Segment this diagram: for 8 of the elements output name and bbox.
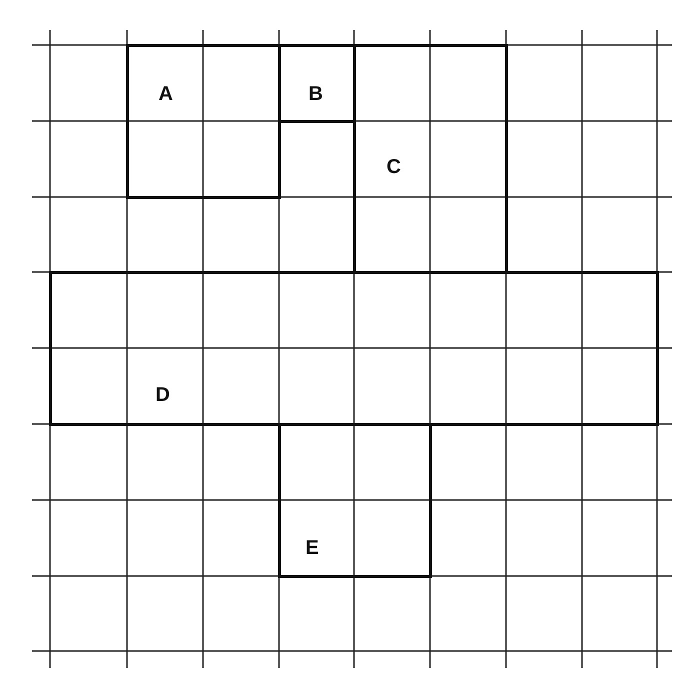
region-letter: A	[158, 84, 173, 104]
region-letter: E	[306, 538, 319, 558]
region-letter: D	[156, 384, 170, 404]
region-letter: B	[308, 84, 323, 104]
region-outline	[48, 270, 658, 426]
region-outline	[352, 44, 508, 274]
region-letter: C	[386, 156, 401, 176]
region-outline	[126, 44, 280, 198]
